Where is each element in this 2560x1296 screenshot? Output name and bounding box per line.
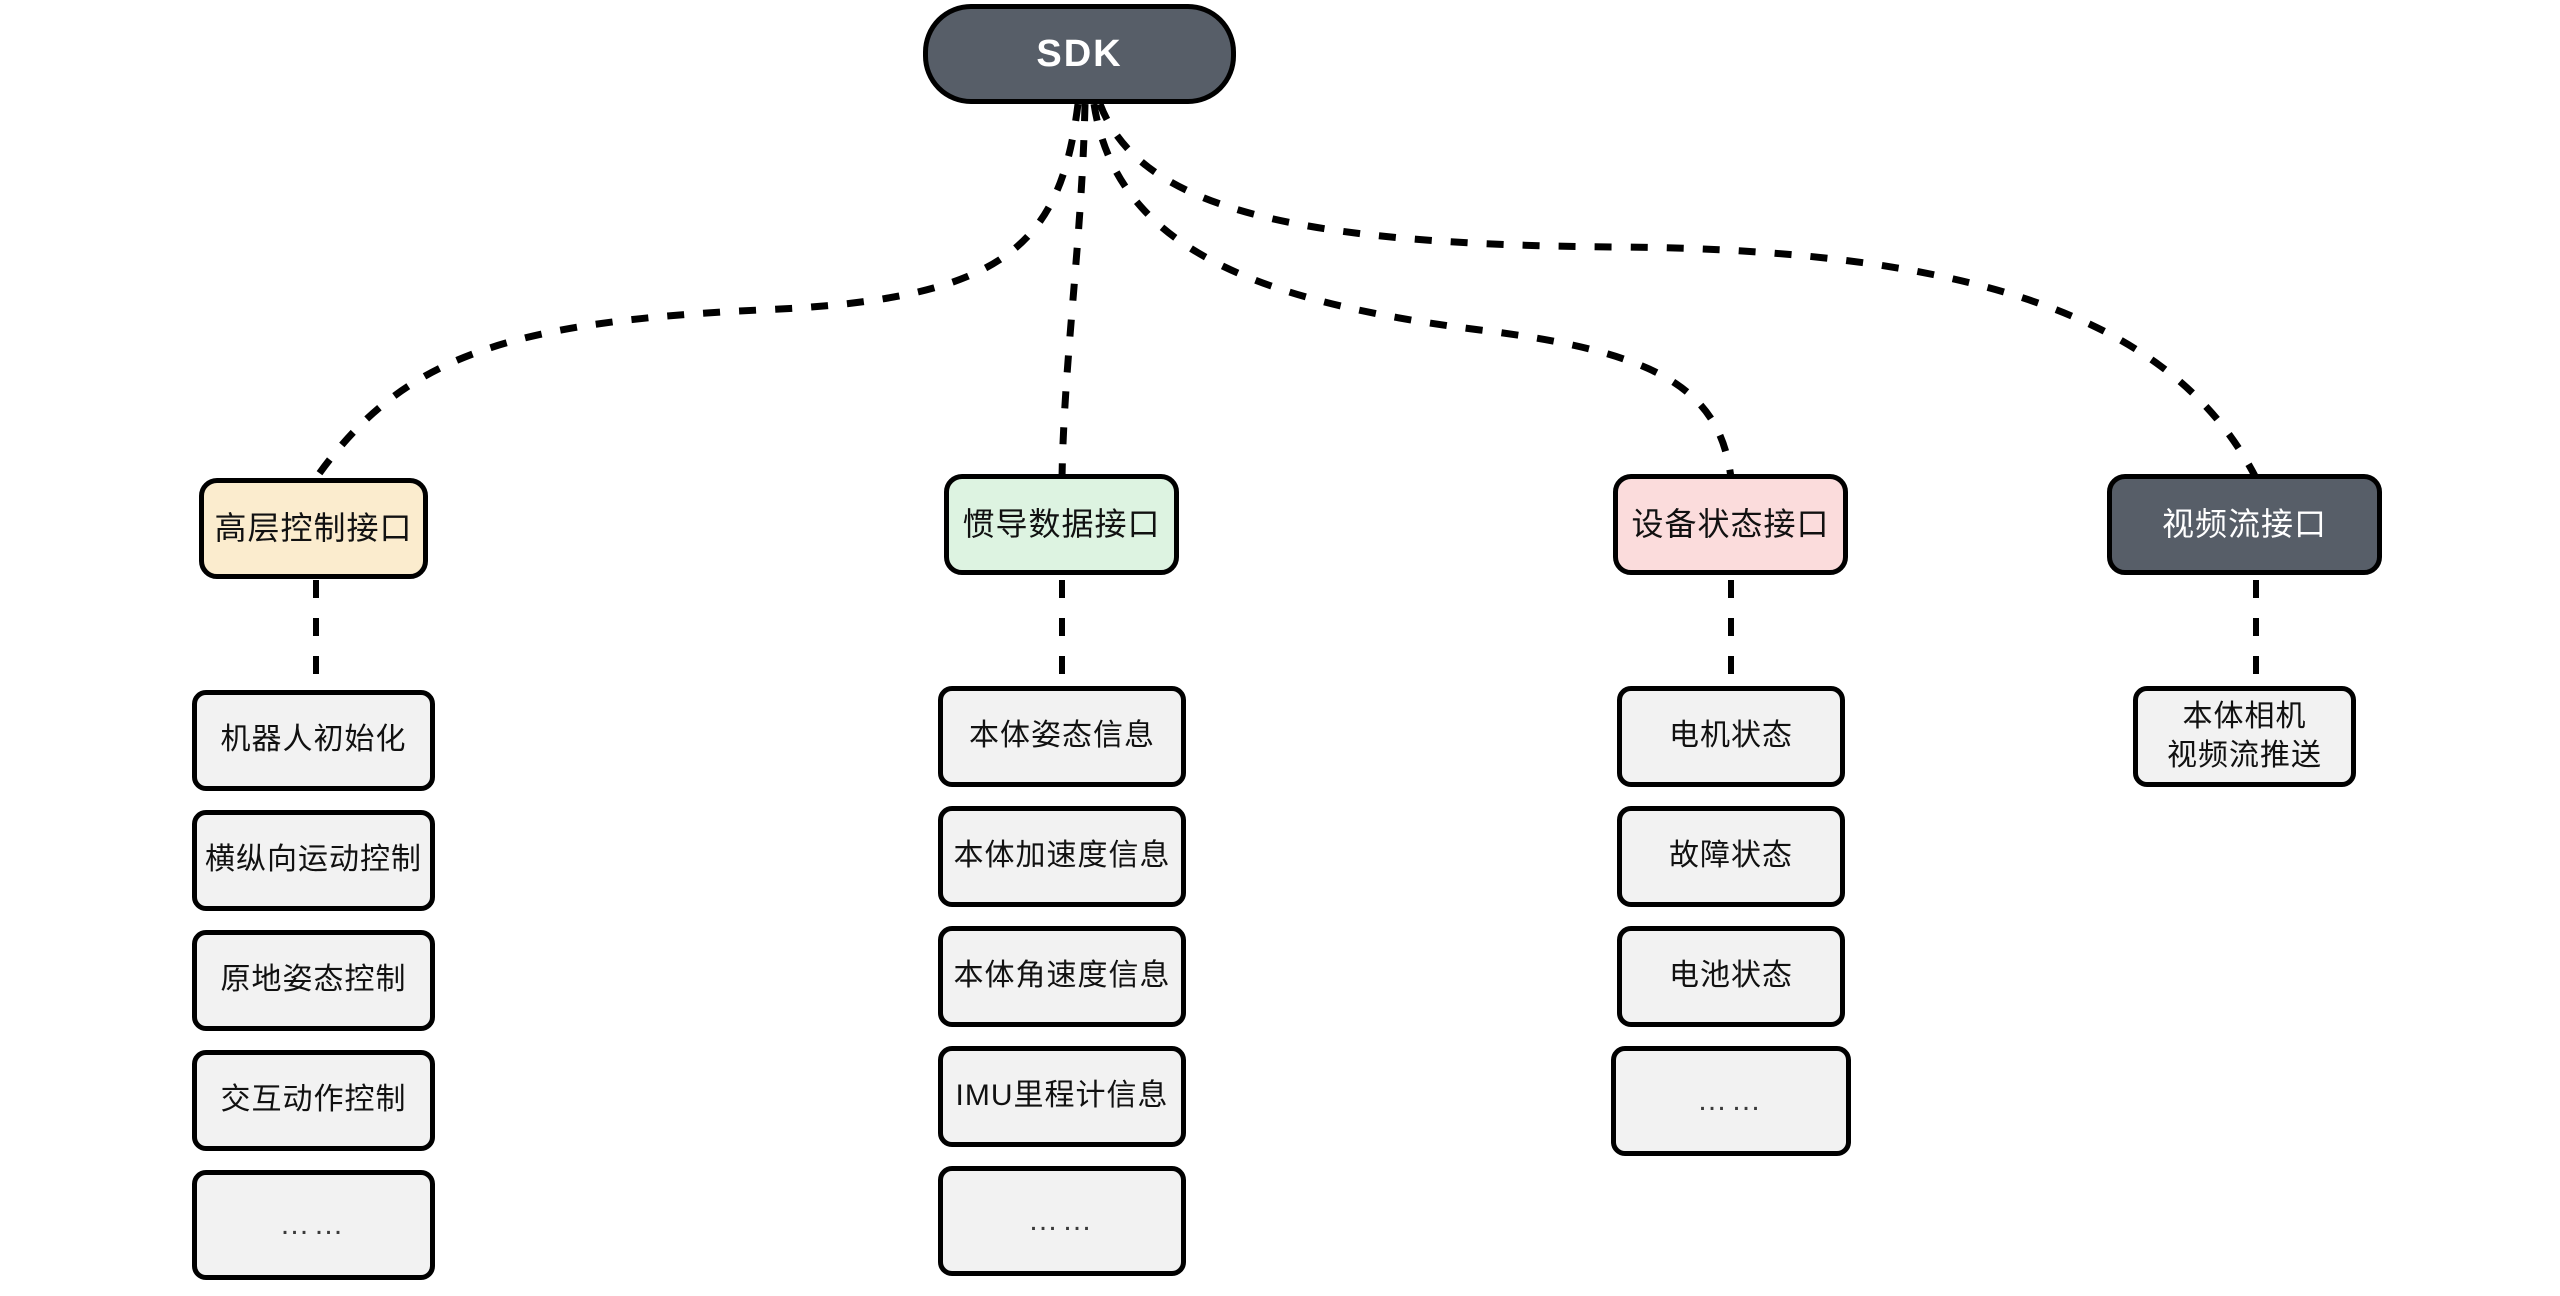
node-interactive-action-control[interactable]: 交互动作控制 [192,1050,435,1151]
node-imu-odometry-info[interactable]: IMU里程计信息 [938,1046,1186,1147]
node-fault-status[interactable]: 故障状态 [1617,806,1845,907]
node-device-status[interactable]: 设备状态接口 [1613,474,1848,575]
node-body-angular-velocity-info[interactable]: 本体角速度信息 [938,926,1186,1027]
edge-sdk-to-high-level-control [313,103,1082,481]
node-robot-init[interactable]: 机器人初始化 [192,690,435,791]
edge-sdk-to-device-status [1090,103,1735,479]
edge-sdk-to-inertial-data [1058,103,1089,479]
node-battery-status[interactable]: 电池状态 [1617,926,1845,1027]
node-in-place-posture-control[interactable]: 原地姿态控制 [192,930,435,1031]
node-inertial-data[interactable]: 惯导数据接口 [944,474,1179,575]
node-body-posture-info[interactable]: 本体姿态信息 [938,686,1186,787]
edge-sdk-to-video-stream [1096,102,2260,480]
node-high-level-control[interactable]: 高层控制接口 [199,478,428,579]
node-body-acceleration-info[interactable]: 本体加速度信息 [938,806,1186,907]
node-high-level-control-more[interactable]: …… [192,1170,435,1280]
node-motor-status[interactable]: 电机状态 [1617,686,1845,787]
node-sdk[interactable]: SDK [923,4,1236,104]
node-lateral-longitudinal-motion-control[interactable]: 横纵向运动控制 [192,810,435,911]
node-inertial-data-more[interactable]: …… [938,1166,1186,1276]
node-video-stream[interactable]: 视频流接口 [2107,474,2382,575]
node-body-camera-video-push[interactable]: 本体相机 视频流推送 [2133,686,2356,787]
node-device-status-more[interactable]: …… [1611,1046,1851,1156]
